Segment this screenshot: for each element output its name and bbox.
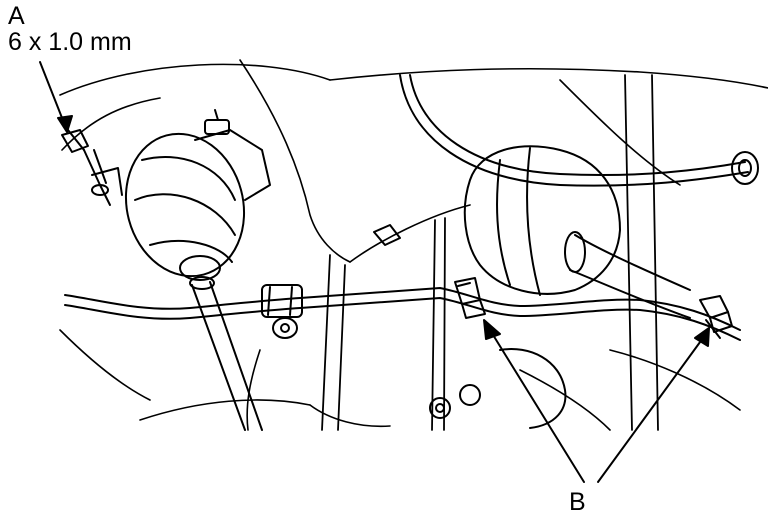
clip-b-center	[454, 277, 486, 319]
chassis-outlines	[59, 59, 768, 431]
callout-b-letter: B	[569, 488, 586, 516]
leader-a	[39, 61, 73, 133]
vertical-members	[321, 74, 659, 431]
callout-a-letter: A	[8, 2, 25, 30]
callout-a-spec: 6 x 1.0 mm	[8, 28, 132, 56]
grommet	[731, 151, 759, 185]
cable-arc	[399, 74, 749, 187]
steering-boot	[124, 109, 271, 281]
drive-shaft-boot	[463, 145, 691, 319]
clip-b-right	[699, 295, 733, 339]
leader-b	[483, 319, 710, 483]
clamp	[261, 284, 303, 339]
cable-arc-inner	[409, 74, 746, 177]
brake-line	[64, 287, 741, 341]
lower-hardware	[373, 224, 567, 429]
bolt-a	[61, 129, 123, 206]
steering-rod	[189, 276, 263, 431]
